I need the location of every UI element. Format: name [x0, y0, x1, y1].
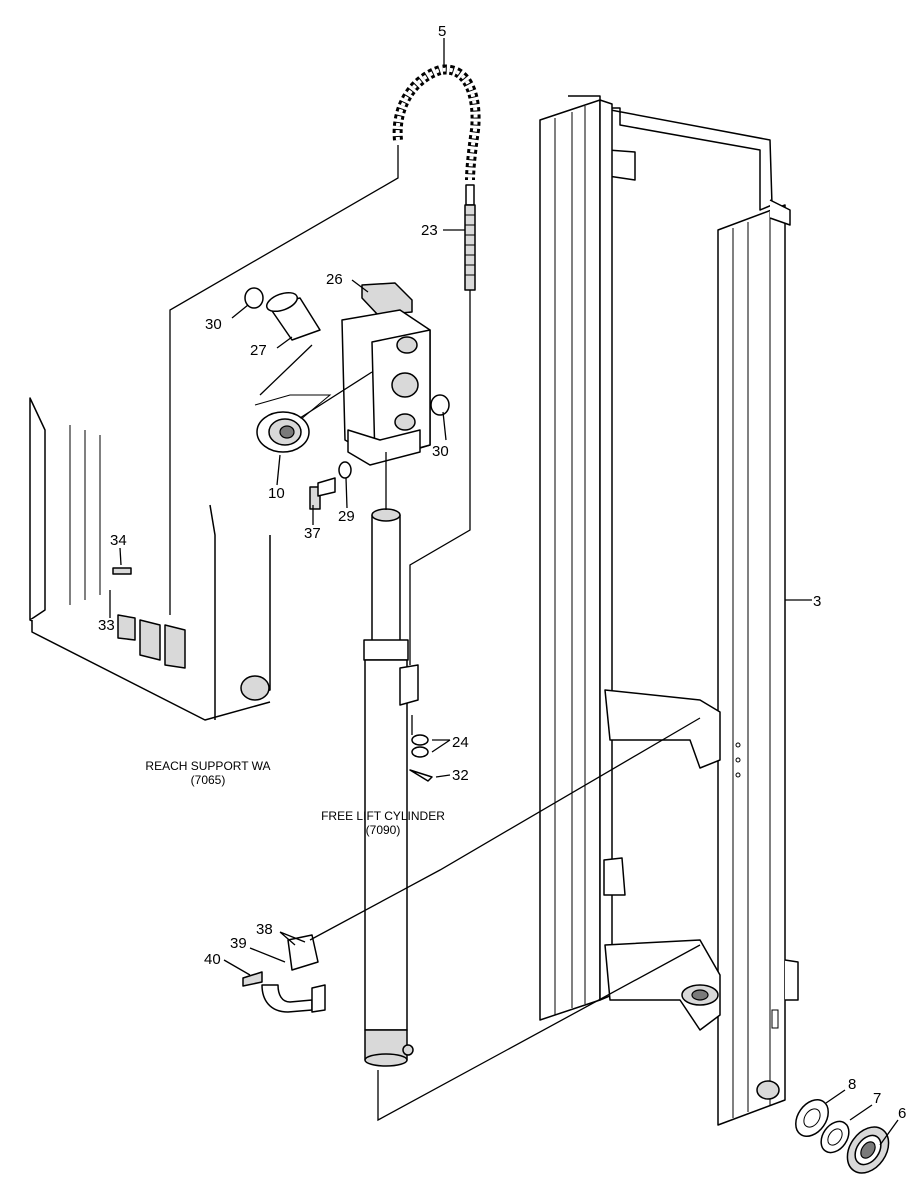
callout-numbers: 3 5 6 7 8 10 23 24 26 27 29 30 30 32 33 …: [98, 23, 906, 1122]
sheave: [254, 394, 332, 453]
pin: [265, 291, 321, 341]
callout-7: 7: [873, 1090, 881, 1107]
nut-lower: [411, 746, 429, 758]
callout-39: 39: [230, 935, 247, 952]
chain-anchor-rod: [464, 184, 476, 291]
bolt: [309, 477, 336, 510]
callout-32: 32: [452, 767, 469, 784]
callout-29: 29: [338, 508, 355, 525]
callout-23: 23: [421, 222, 438, 239]
reach-support-inset: [29, 397, 271, 721]
callout-38: 38: [256, 921, 273, 938]
callout-26: 26: [326, 271, 343, 288]
callout-30-lower: 30: [432, 443, 449, 460]
leader-lines: [109, 38, 899, 1146]
callout-30-upper: 30: [205, 316, 222, 333]
free-lift-title: FREE LIFT CYLINDER: [321, 809, 445, 823]
snap-ring-lower: [430, 394, 450, 416]
callout-33: 33: [98, 617, 115, 634]
mast-channel: [539, 95, 799, 1126]
clamp-assembly: [242, 934, 326, 1013]
callout-10: 10: [268, 485, 285, 502]
callout-37: 37: [304, 525, 321, 542]
callout-8: 8: [848, 1076, 856, 1093]
cotter-pin: [409, 769, 433, 782]
free-lift-cylinder: [363, 508, 419, 1067]
sheave-bracket: [341, 282, 431, 466]
nut-upper: [411, 734, 429, 746]
reach-support-code: (7065): [191, 773, 226, 787]
bearing-stack: [795, 1099, 890, 1174]
captions: REACH SUPPORT WA (7065) FREE LIFT CYLIND…: [145, 759, 445, 837]
callout-5: 5: [438, 23, 446, 40]
callout-24: 24: [452, 734, 469, 751]
callout-34: 34: [110, 532, 127, 549]
callout-40: 40: [204, 951, 221, 968]
chain: [392, 64, 481, 181]
callout-27: 27: [250, 342, 267, 359]
callout-6: 6: [898, 1105, 906, 1122]
callout-3: 3: [813, 593, 821, 610]
free-lift-code: (7090): [366, 823, 401, 837]
washer: [338, 461, 352, 479]
reach-support-title: REACH SUPPORT WA: [145, 759, 270, 773]
snap-ring-upper: [244, 287, 264, 309]
